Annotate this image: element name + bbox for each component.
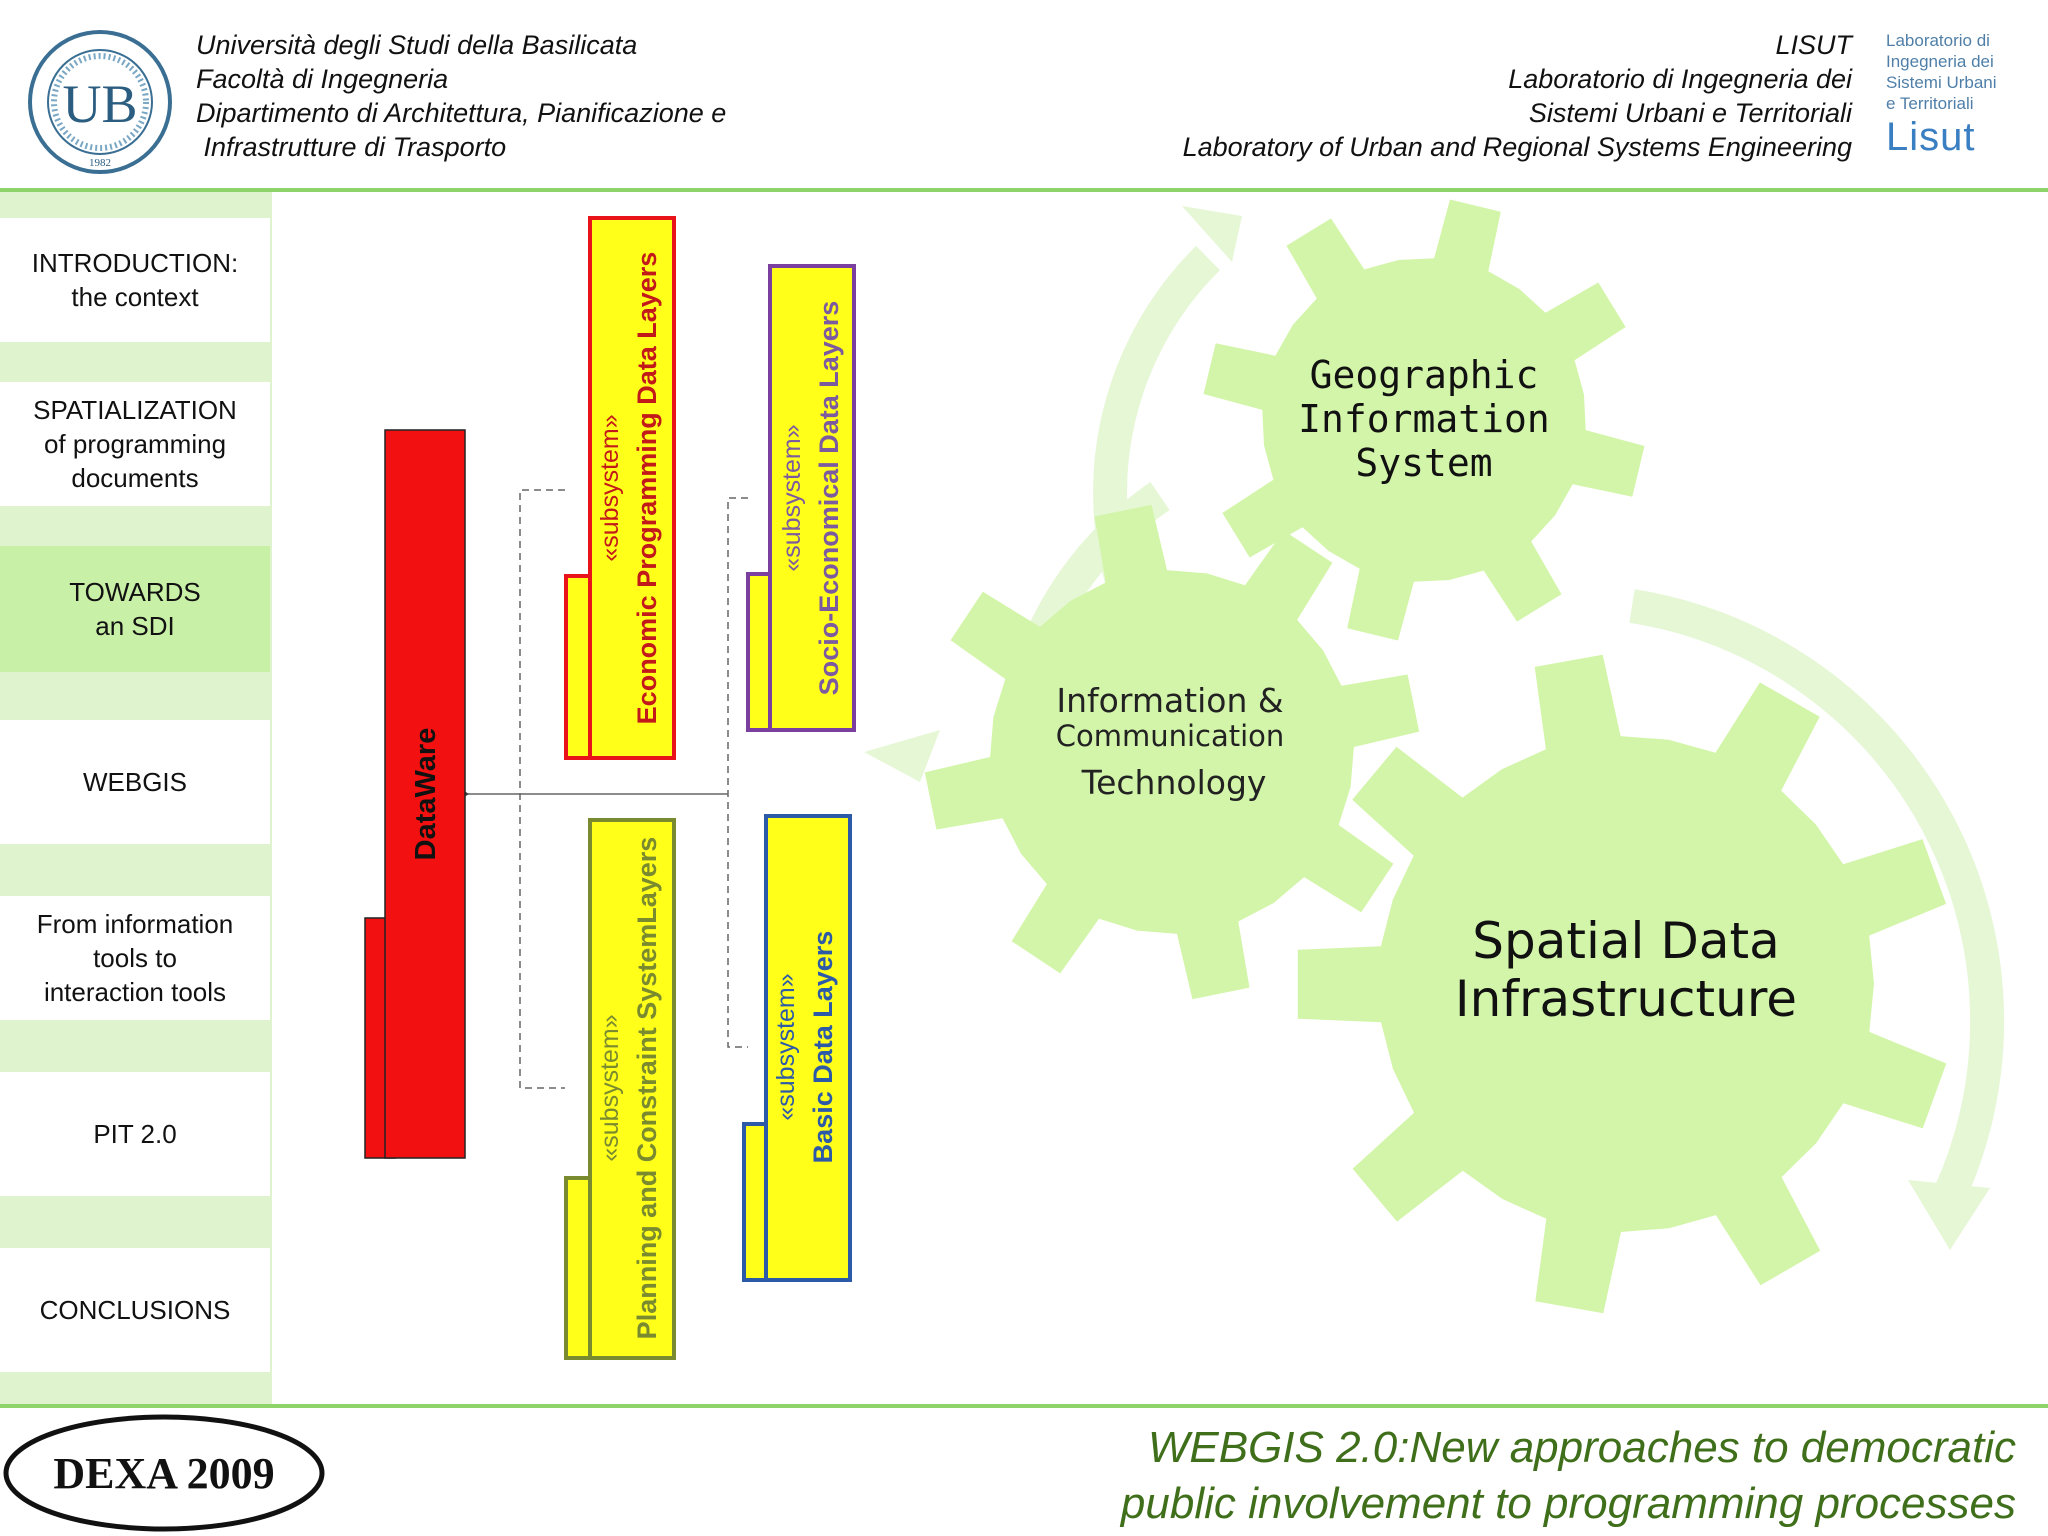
subsystem-stereotype: «subsystem» xyxy=(596,414,624,561)
sidebar-item-label: WEBGIS xyxy=(82,767,187,797)
lisut-logo-line: Ingegneria dei xyxy=(1886,52,1994,71)
subsystem-stereotype: «subsystem» xyxy=(778,424,806,571)
university-line: Facoltà di Ingegneria xyxy=(196,64,449,94)
sidebar-item-label: of programming xyxy=(43,429,227,459)
header: UB 1982 Università degli Studi della Bas… xyxy=(0,0,2048,190)
subsystem-name: Basic Data Layers xyxy=(808,931,838,1164)
sidebar-item-pit[interactable]: PIT 2.0 xyxy=(0,1072,270,1196)
presentation-title-line: public involvement to programming proces… xyxy=(1120,1479,2016,1528)
sidebar-item-label: INTRODUCTION: xyxy=(31,248,239,278)
university-line: Università degli Studi della Basilicata xyxy=(196,30,638,60)
gear-ict-line: Communication xyxy=(1056,719,1285,753)
lisut-logo-line: e Territoriali xyxy=(1886,94,1974,113)
university-seal-logo: UB 1982 xyxy=(28,30,172,174)
footer-divider xyxy=(0,1404,2048,1408)
sidebar-item-label: the context xyxy=(71,282,199,312)
sidebar-item-label: SPATIALIZATION xyxy=(33,395,237,425)
gear-gis: Geographic Information System xyxy=(1203,199,1645,641)
lisut-logo: Laboratorio di Ingegneria dei Sistemi Ur… xyxy=(1886,30,2016,176)
sidebar-item-towards-sdi[interactable]: TOWARDS an SDI xyxy=(0,546,270,672)
presentation-title-line: WEBGIS 2.0:New approaches to democratic xyxy=(1147,1423,2016,1472)
sidebar-item-label: PIT 2.0 xyxy=(93,1119,177,1149)
seal-monogram: UB xyxy=(62,74,137,134)
sidebar-item-label: From information xyxy=(36,909,234,939)
dexa-2009-logo: DEXA 2009 xyxy=(3,1414,325,1532)
gear-ict-line: Information & xyxy=(1056,681,1283,720)
lisut-logo-line: Sistemi Urbani xyxy=(1886,73,1997,92)
university-line: Dipartimento di Architettura, Pianificaz… xyxy=(196,98,727,128)
gear-sdi-line: Infrastructure xyxy=(1455,970,1797,1028)
subsystem-planning-constraint: «subsystem» Planning and Constraint Syst… xyxy=(564,818,676,1360)
gear-sdi-line: Spatial Data xyxy=(1472,912,1779,970)
lisut-logo-word: Lisut xyxy=(1886,115,1976,159)
lab-line: Laboratorio di Ingegneria dei xyxy=(1508,64,1852,94)
seal-year: 1982 xyxy=(89,157,111,169)
sidebar-item-conclusions[interactable]: CONCLUSIONS xyxy=(0,1248,270,1372)
cycle-arrow-right xyxy=(1629,589,2005,1206)
subsystem-stereotype: «subsystem» xyxy=(596,1014,624,1161)
dataware-label: DataWare xyxy=(410,728,442,861)
header-divider xyxy=(0,188,2048,192)
presentation-title: WEBGIS 2.0:New approaches to democratic … xyxy=(1121,1420,2016,1532)
gear-gis-line: System xyxy=(1355,441,1492,485)
subsystem-economic-programming: «subsystem» Economic Programming Data La… xyxy=(564,216,676,760)
sidebar-item-label: interaction tools xyxy=(43,977,227,1007)
lab-line: Laboratory of Urban and Regional Systems… xyxy=(1182,132,1852,162)
subsystem-socio-economical: «subsystem» Socio-Economical Data Layers xyxy=(746,264,856,732)
subsystem-basic-data: «subsystem» Basic Data Layers xyxy=(742,814,852,1282)
subsystem-name: Socio-Economical Data Layers xyxy=(814,301,844,696)
subsystem-name: Economic Programming Data Layers xyxy=(632,252,662,725)
sidebar-item-webgis[interactable]: WEBGIS xyxy=(0,720,270,844)
arrowhead-top xyxy=(1182,206,1242,262)
lisut-logo-line: Laboratorio di xyxy=(1886,31,1990,50)
sidebar-item-spatialization[interactable]: SPATIALIZATION of programming documents xyxy=(0,382,270,506)
subsystem-stereotype: «subsystem» xyxy=(772,973,800,1120)
sidebar-item-label: TOWARDS xyxy=(69,577,201,607)
dexa-logo-text: DEXA 2009 xyxy=(53,1449,274,1498)
university-info: Università degli Studi della Basilicata … xyxy=(196,28,726,164)
dataware-package: DataWare xyxy=(364,429,466,1159)
sidebar-item-label: tools to xyxy=(93,943,177,973)
subsystem-name: Planning and Constraint SystemLayers xyxy=(632,837,662,1340)
arrowhead-left xyxy=(864,730,940,782)
sidebar: INTRODUCTION: the context SPATIALIZATION o… xyxy=(0,192,272,1404)
gear-gis-line: Information xyxy=(1298,397,1550,441)
lab-info: LISUT Laboratorio di Ingegneria dei Sist… xyxy=(1183,28,1852,164)
gear-sdi: Spatial Data Infrastructure xyxy=(1297,654,1947,1314)
gear-gis-line: Geographic xyxy=(1310,353,1539,397)
lab-line: Sistemi Urbani e Territoriali xyxy=(1528,98,1852,128)
lab-line: LISUT xyxy=(1775,30,1852,60)
sidebar-item-label: an SDI xyxy=(95,611,175,641)
subsystem-connectors xyxy=(451,489,748,1089)
gear-ict-line: Technology xyxy=(1081,763,1267,802)
arrowhead-right xyxy=(1908,1180,1990,1250)
gear-ict: Information & Communication Technology xyxy=(924,504,1420,1000)
sidebar-item-label: CONCLUSIONS xyxy=(39,1295,231,1325)
sdi-diagram: DataWare «subsystem» Economic Programmin… xyxy=(364,199,2005,1360)
sidebar-item-label: documents xyxy=(71,463,199,493)
sidebar-item-interaction-tools[interactable]: From information tools to interaction tool… xyxy=(0,896,270,1020)
university-line: Infrastrutture di Trasporto xyxy=(196,132,507,162)
sidebar-item-introduction[interactable]: INTRODUCTION: the context xyxy=(0,218,270,342)
